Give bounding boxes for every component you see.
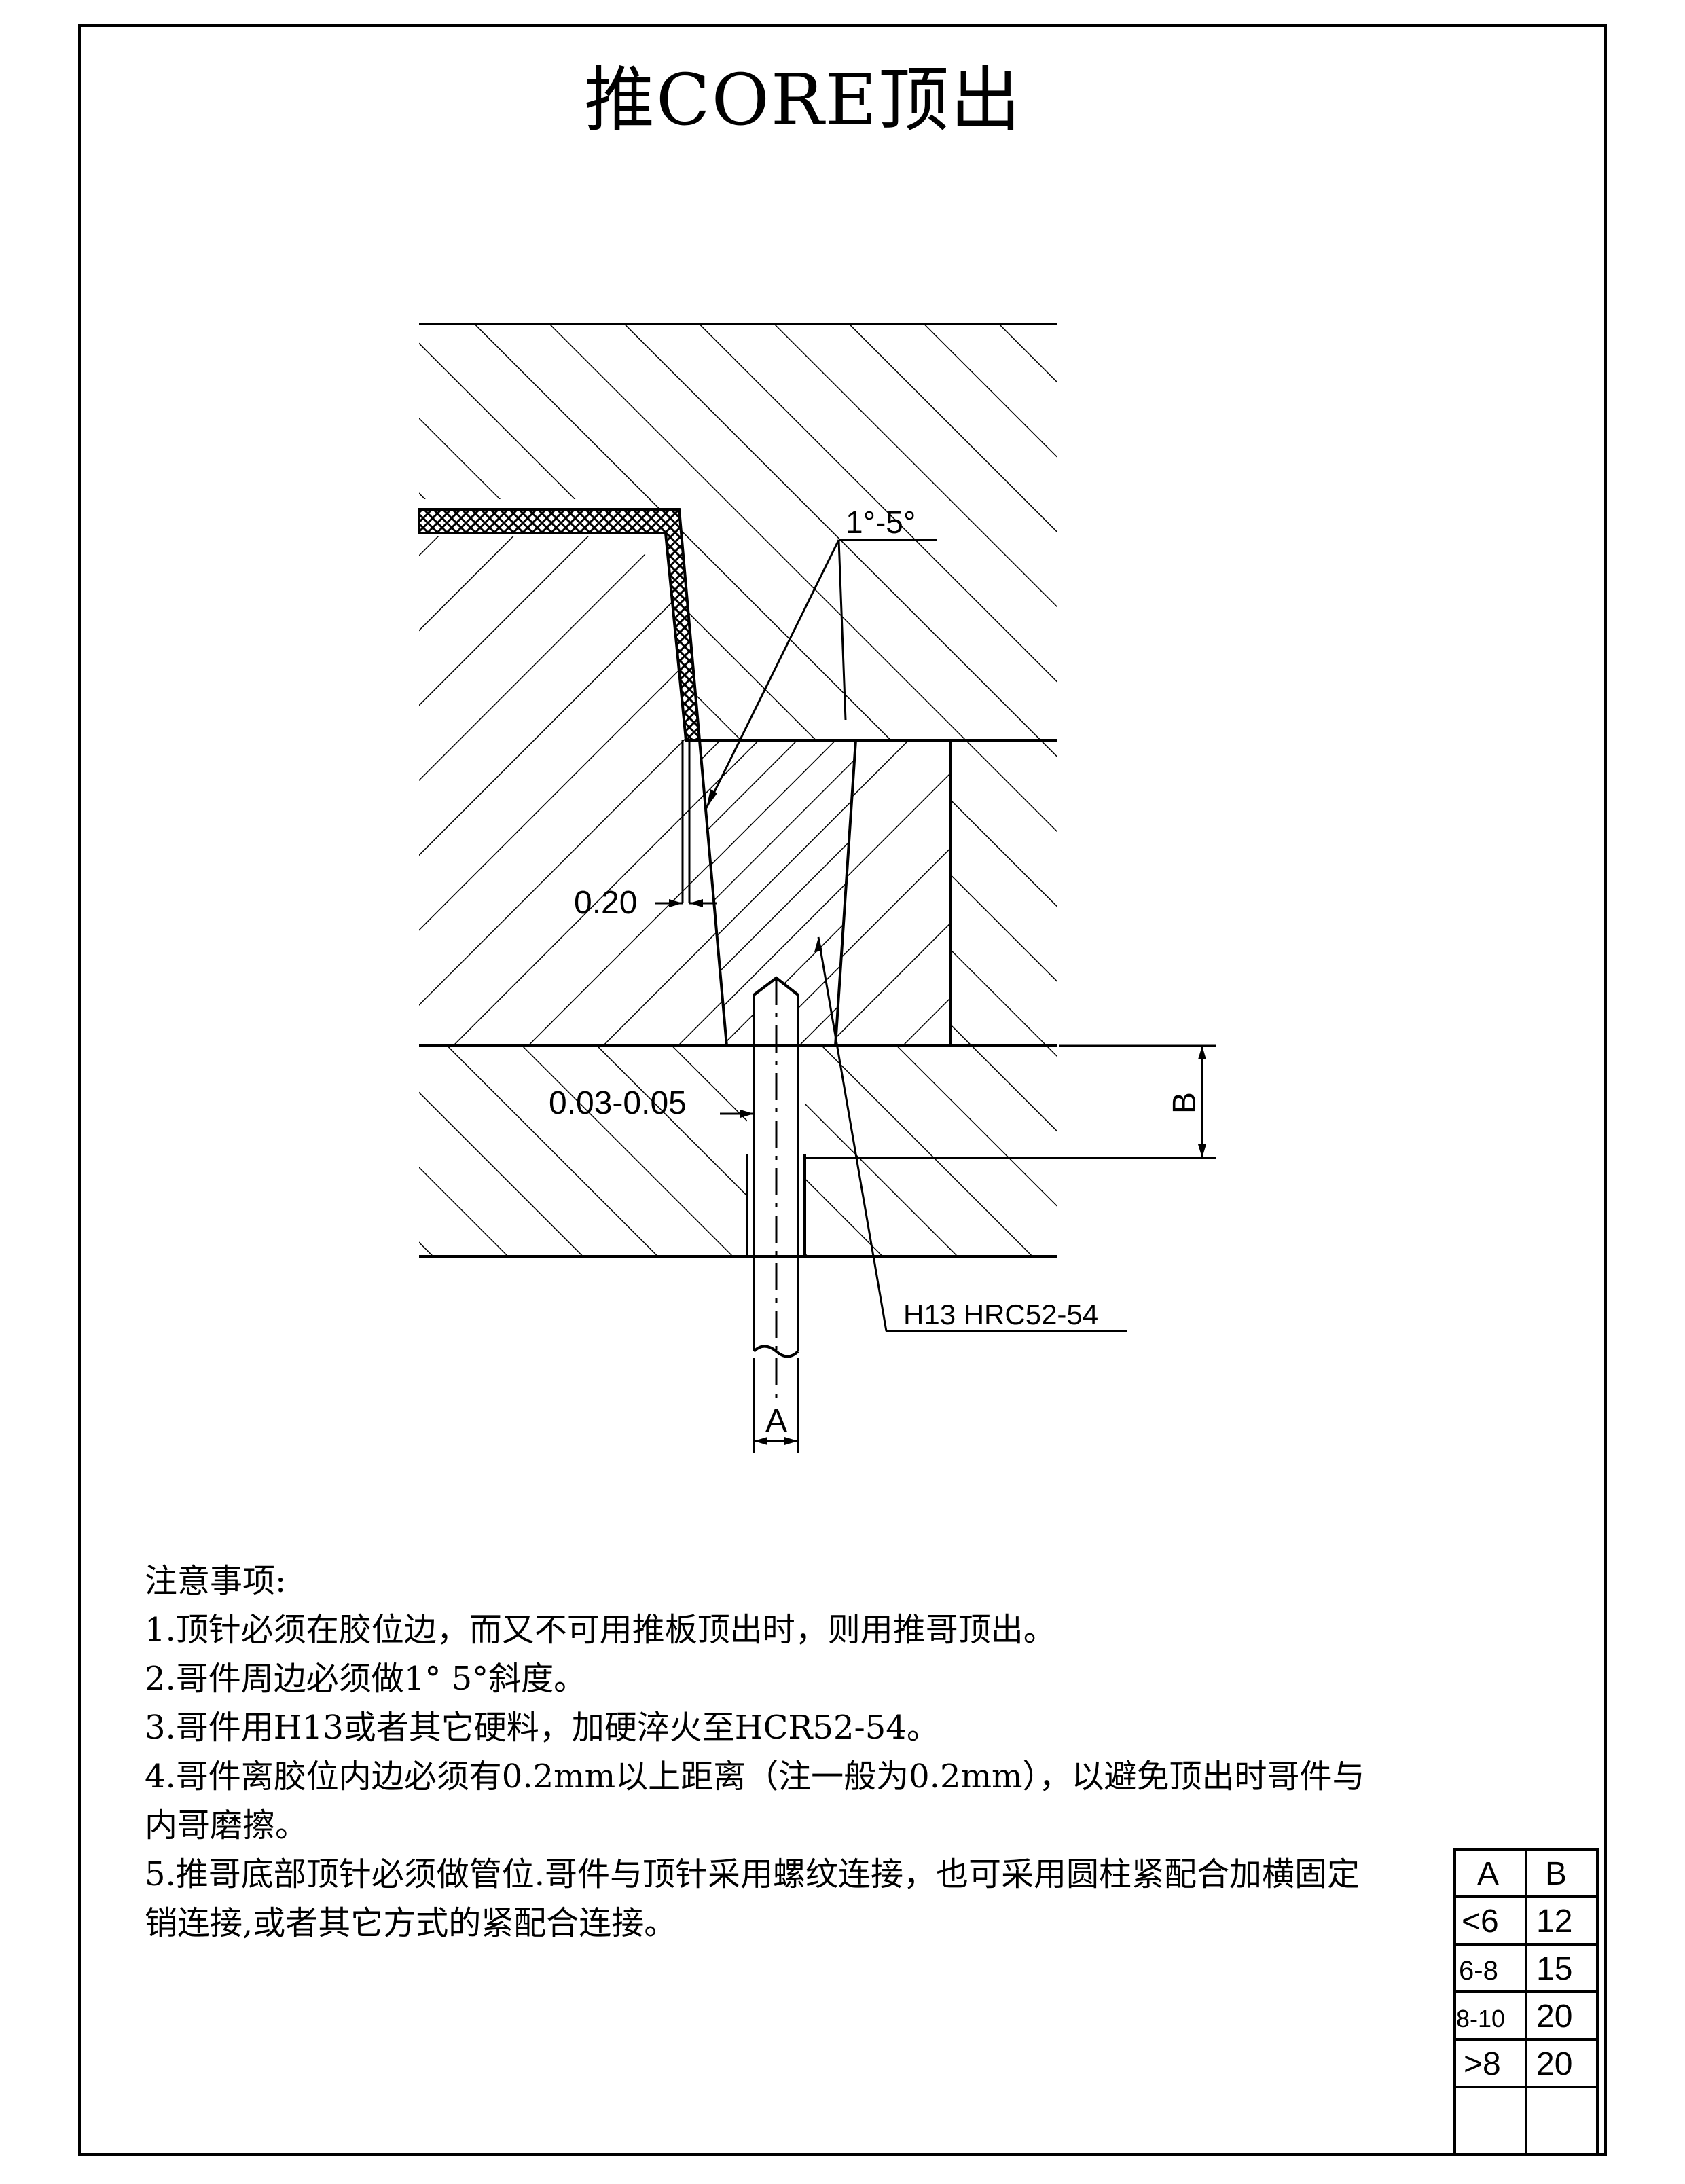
note-item: 3.哥件用H13或者其它硬料，加硬淬火至HCR52-54。 <box>145 1709 939 1747</box>
note-item: 2.哥件周边必须做1° 5°斜度。 <box>145 1660 587 1698</box>
ejector-pin <box>746 976 806 1399</box>
dim-b-label: B <box>1167 1092 1203 1114</box>
sheet-border <box>78 24 1607 2156</box>
table-cell: 15 <box>1536 1951 1572 1987</box>
right-plate <box>951 740 1057 1046</box>
material-label: H13 HRC52-54 <box>903 1298 1098 1330</box>
table-cell: 20 <box>1536 1999 1572 2035</box>
clearance-label: 0.03-0.05 <box>549 1085 687 1121</box>
note-item: 5.推哥底部顶针必须做管位.哥件与顶针采用螺纹连接，也可采用圆柱紧配合加横固定销… <box>145 1855 1360 1942</box>
table-cell: 6-8 <box>1459 1956 1498 1986</box>
table-cell: 12 <box>1536 1904 1572 1940</box>
notes-section: 注意事项: 1.顶针必须在胶位边，而又不可用推板顶出时，则用推哥顶出。 2.哥件… <box>145 1557 1435 1948</box>
cavity-plate <box>419 324 1057 740</box>
right-core-block <box>835 740 951 1046</box>
push-insert <box>697 739 858 1047</box>
lower-plate <box>419 1046 1057 1256</box>
table-header-b: B <box>1545 1856 1567 1892</box>
product-wall <box>418 508 702 742</box>
gap-label: 0.20 <box>574 885 637 921</box>
dim-a-label: A <box>765 1403 787 1439</box>
core-plate <box>419 536 727 1046</box>
note-item: 4.哥件离胶位内边必须有0.2mm以上距离（注一般为0.2mm），以避免顶出时哥… <box>145 1758 1365 1844</box>
table-cell: 20 <box>1536 2046 1572 2082</box>
ab-table <box>1453 1848 1599 2156</box>
note-item: 1.顶针必须在胶位边，而又不可用推板顶出时，则用推哥顶出。 <box>145 1611 1056 1649</box>
table-header-a: A <box>1477 1856 1499 1892</box>
page-title: 推CORE顶出 <box>584 58 1023 141</box>
table-cell: <6 <box>1462 1904 1499 1940</box>
angle-label: 1°-5° <box>846 505 916 540</box>
table-cell: 8-10 <box>1456 2005 1505 2033</box>
notes-heading: 注意事项: <box>145 1562 287 1600</box>
table-cell: >8 <box>1464 2046 1501 2082</box>
